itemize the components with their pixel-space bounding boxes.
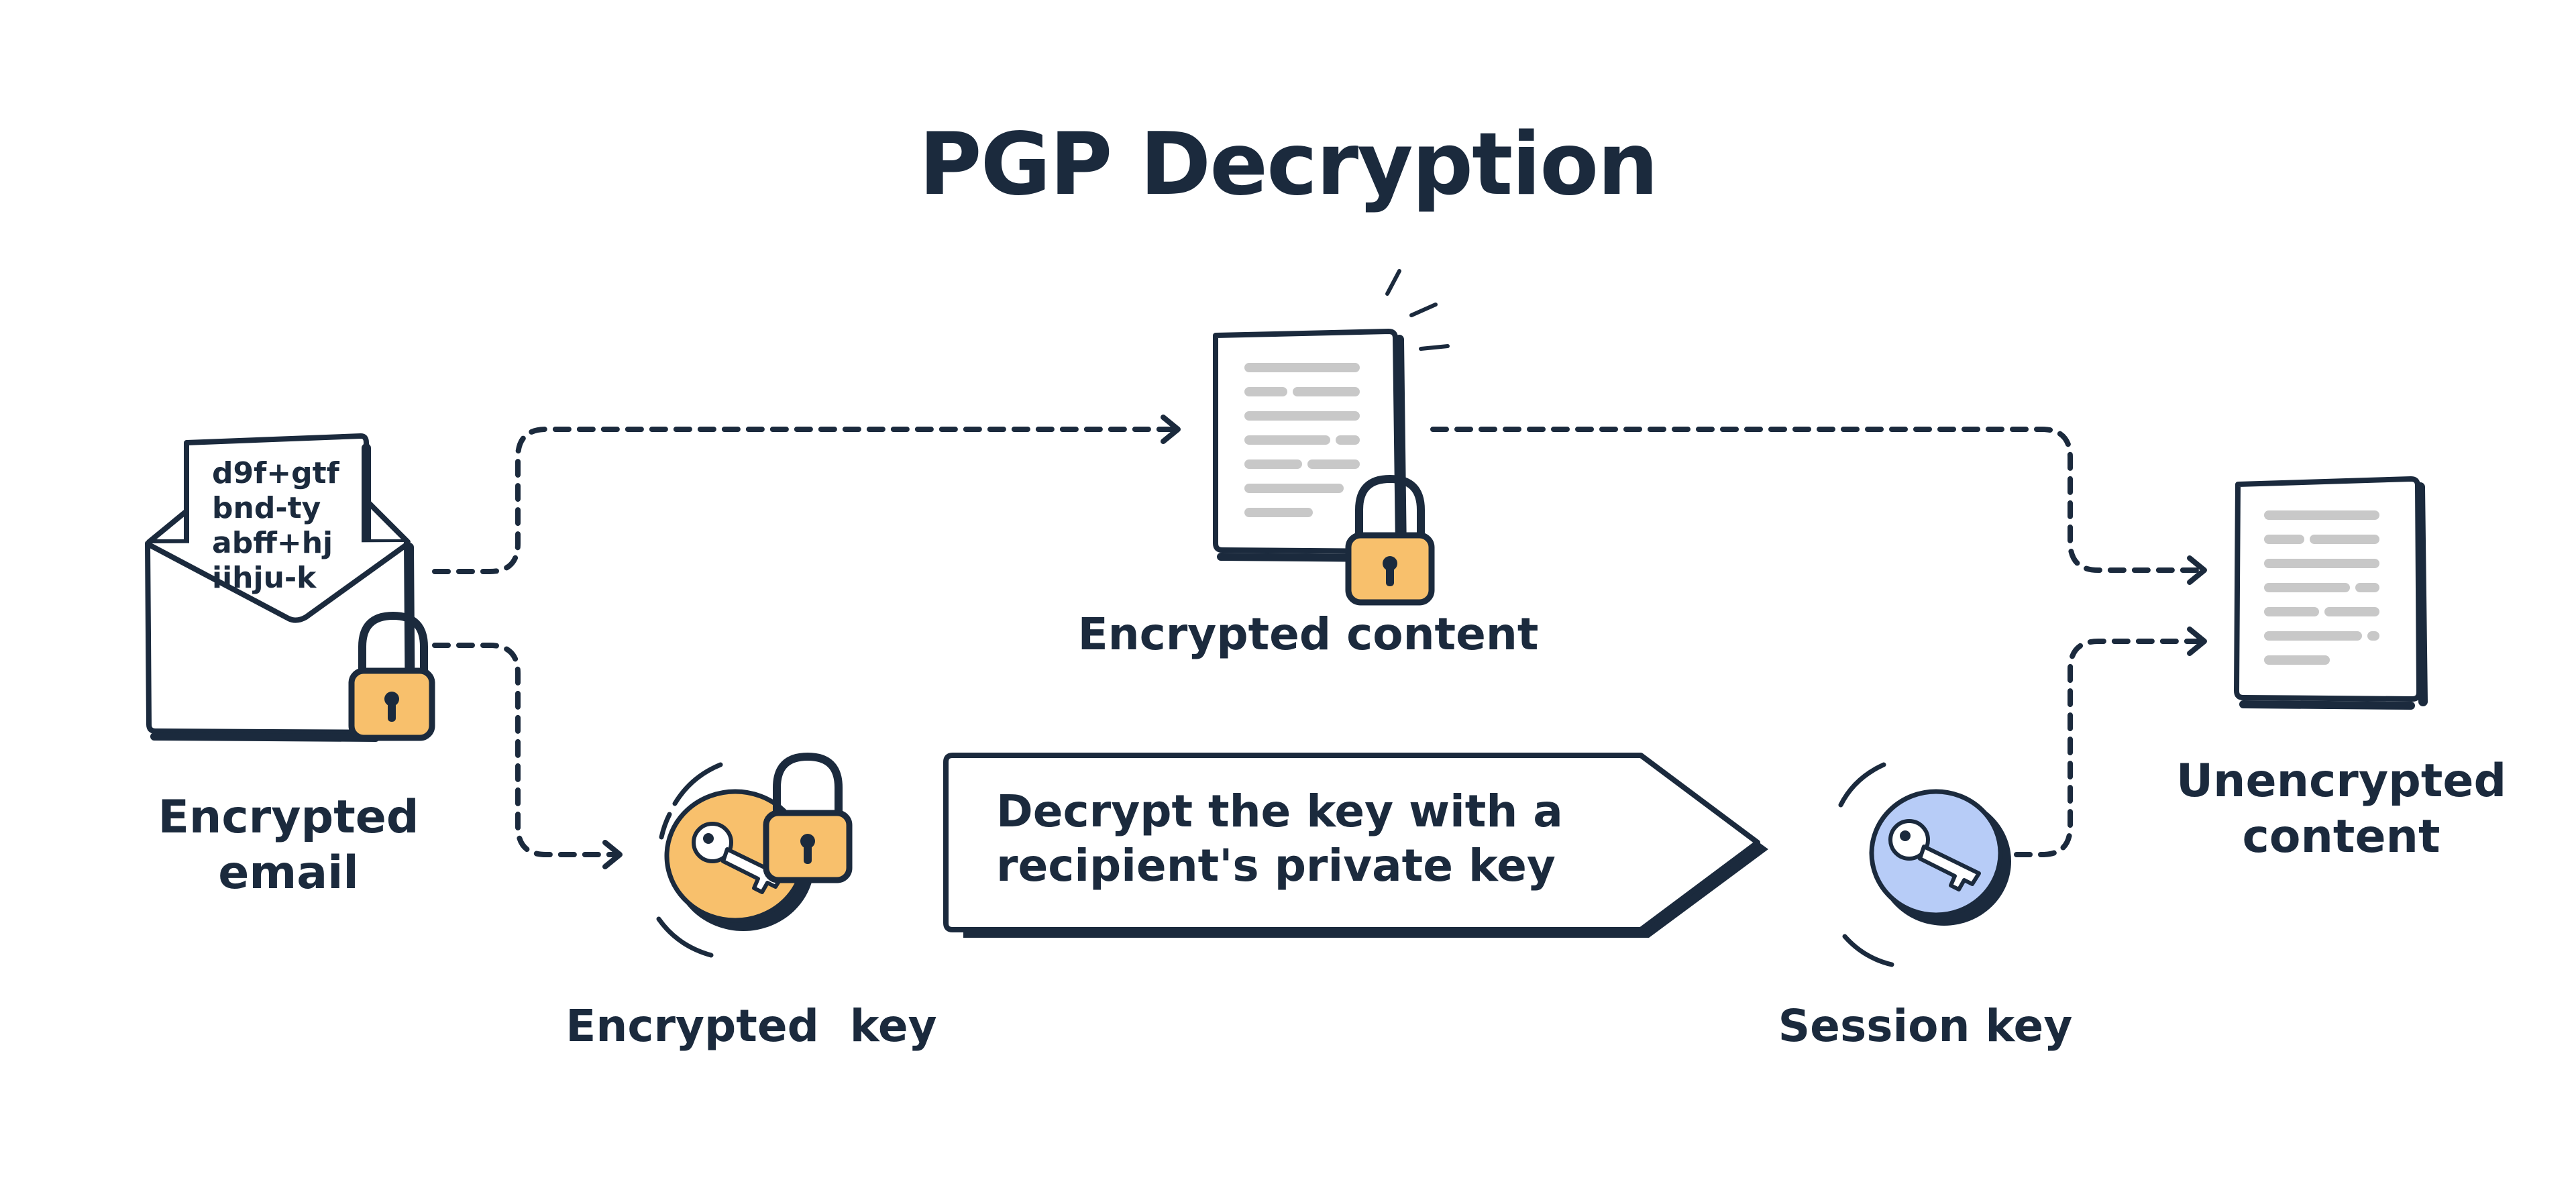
key-icon (1838, 762, 2011, 967)
padlock-icon (763, 752, 853, 883)
arrow-session-to-plain-head (2187, 627, 2207, 656)
padlock-icon (348, 611, 435, 741)
decrypt-step-line1: Decrypt the key with a (996, 785, 1563, 837)
document-icon (1213, 269, 1450, 562)
decrypt-step-text: Decrypt the key with a recipient's priva… (996, 785, 1680, 893)
encrypted-email-label-line1: Encrypted (158, 791, 419, 844)
encrypted-key-label: Encrypted key (566, 1000, 937, 1052)
padlock-icon (1345, 474, 1435, 606)
unencrypted-content-label: Unencrypted content (2140, 754, 2542, 865)
cipher-line: iihju-k (212, 561, 317, 595)
encrypted-content-label: Encrypted content (1077, 608, 1539, 660)
cipher-line: abff+hj (212, 526, 333, 560)
unencrypted-content-label-line2: content (2242, 810, 2440, 863)
arrow-content-to-plain-head (2187, 555, 2207, 585)
decrypt-step-arrow-box (943, 753, 1768, 938)
document-icon (2234, 476, 2428, 710)
cipher-line: d9f+gtf (212, 456, 339, 490)
unencrypted-content-label-line1: Unencrypted (2176, 755, 2507, 808)
encrypted-email-label-line2: email (218, 846, 359, 900)
arrow-content-to-plain (1430, 427, 2204, 573)
cipher-line: bnd-ty (212, 491, 321, 525)
encrypted-email-label: Encrypted email (114, 790, 463, 902)
envelope-icon (145, 433, 415, 742)
diagram-title: PGP Decryption (918, 115, 1659, 215)
decrypt-step-line2: recipient's private key (996, 839, 1556, 891)
session-key-label: Session key (1778, 1000, 2073, 1052)
flow-arrows (432, 415, 2207, 869)
arrow-email-to-content (432, 427, 1178, 574)
arrow-email-to-key-head (602, 840, 623, 869)
cipher-text: d9f+gtf bnd-ty abff+hj iihju-k (212, 456, 339, 596)
arrow-email-to-content-head (1161, 415, 1181, 444)
arrow-email-to-key (432, 643, 620, 857)
arrow-session-to-plain (2014, 639, 2204, 857)
